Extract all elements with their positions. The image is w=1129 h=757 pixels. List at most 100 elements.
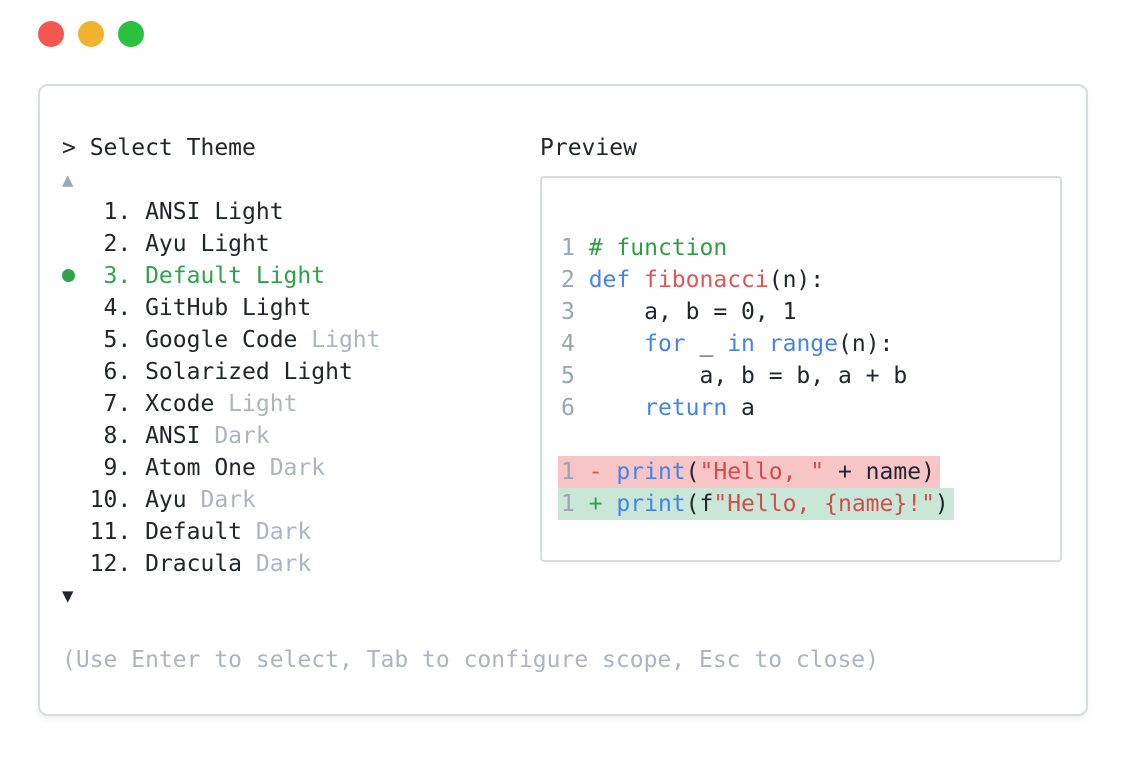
theme-item-label: Google Code — [145, 327, 298, 353]
code-token — [630, 267, 644, 293]
code-token: ( — [685, 459, 700, 485]
code-token: def — [588, 267, 631, 293]
bullet-slot — [62, 356, 90, 388]
code-token — [755, 331, 769, 357]
bullet-slot — [62, 388, 90, 420]
bullet-slot — [62, 452, 90, 484]
theme-item-variant-label: Dark — [200, 423, 270, 449]
theme-item-label: Ayu Light — [145, 231, 270, 257]
diff-removed-line: 1 - print("Hello, " + name) — [558, 456, 1060, 488]
theme-list-item-ayu-light[interactable]: 2. Ayu Light — [62, 228, 540, 260]
maximize-button[interactable] — [118, 21, 144, 47]
code-line-content: 1 + print(f"Hello, {name}!") — [558, 488, 954, 520]
line-number: 5 — [561, 363, 589, 389]
bullet-slot — [62, 516, 90, 548]
bullet-slot — [62, 484, 90, 516]
code-token: - — [588, 459, 617, 485]
code-blank-line — [561, 424, 1060, 456]
theme-picker-dialog: > Select Theme ▲ 1. ANSI Light 2. Ayu Li… — [38, 84, 1088, 716]
line-number: 3 — [561, 299, 589, 325]
code-token: print — [616, 459, 686, 485]
bullet-slot — [62, 228, 90, 260]
line-number: 2 — [561, 267, 589, 293]
line-number: 1 — [561, 459, 589, 485]
code-line-content: 3 a, b = 0, 1 — [561, 296, 796, 328]
code-token: for — [644, 331, 686, 357]
code-line-content: 4 for _ in range(n): — [561, 328, 893, 360]
code-line: 6 return a — [561, 392, 1060, 424]
theme-item-label: Default Light — [145, 263, 326, 289]
code-token: a — [727, 395, 755, 421]
theme-list-item-ansi[interactable]: 8. ANSI Dark — [62, 420, 540, 452]
bullet-slot — [62, 292, 90, 324]
line-number: 4 — [561, 331, 589, 357]
code-token: + name) — [824, 459, 935, 485]
code-line: 2 def fibonacci(n): — [561, 264, 1060, 296]
theme-item-variant-label: Dark — [242, 551, 312, 577]
theme-item-label: Dracula — [145, 551, 243, 577]
code-token — [589, 395, 644, 421]
theme-item-number: 4. — [89, 295, 146, 321]
scroll-up-indicator[interactable]: ▲ — [62, 169, 74, 191]
theme-list-item-atom-one[interactable]: 9. Atom One Dark — [62, 452, 540, 484]
theme-item-variant-label: Dark — [255, 455, 326, 481]
theme-item-label: Xcode — [145, 391, 215, 417]
theme-list-item-github-light[interactable]: 4. GitHub Light — [62, 292, 540, 324]
theme-list-item-default[interactable]: 11. Default Dark — [62, 516, 540, 548]
theme-item-number: 6. — [89, 359, 146, 385]
code-token: a, b = 0, 1 — [588, 299, 797, 325]
bullet-slot — [62, 324, 90, 356]
theme-item-label: ANSI — [145, 423, 201, 449]
code-token: return — [644, 395, 728, 421]
keyboard-hint: (Use Enter to select, Tab to configure s… — [62, 647, 879, 673]
line-number: 6 — [561, 395, 589, 421]
theme-list-item-google-code[interactable]: 5. Google Code Light — [62, 324, 540, 356]
code-line: 5 a, b = b, a + b — [561, 360, 1060, 392]
code-token: "Hello, {name}!" — [713, 491, 935, 517]
diff-added-line: 1 + print(f"Hello, {name}!") — [558, 488, 1060, 520]
theme-item-label: GitHub Light — [145, 295, 312, 321]
code-token — [589, 331, 644, 357]
theme-list-item-ayu[interactable]: 10. Ayu Dark — [62, 484, 540, 516]
theme-item-label: Default — [145, 519, 243, 545]
selected-indicator-dot — [62, 260, 90, 292]
theme-item-number: 5. — [89, 327, 146, 353]
code-token: (n): — [768, 267, 825, 293]
theme-item-number: 10. — [89, 487, 146, 513]
code-line: 1 # function — [561, 232, 1060, 264]
code-line: 3 a, b = 0, 1 — [561, 296, 1060, 328]
theme-list-item-xcode[interactable]: 7. Xcode Light — [62, 388, 540, 420]
window-controls — [38, 21, 144, 47]
theme-item-label: ANSI Light — [145, 199, 284, 225]
scroll-down-indicator[interactable]: ▼ — [62, 585, 74, 607]
green-dot-icon — [62, 269, 75, 282]
code-line-content: 1 - print("Hello, " + name) — [558, 456, 940, 488]
theme-list-item-solarized-light[interactable]: 6. Solarized Light — [62, 356, 540, 388]
close-button[interactable] — [38, 21, 64, 47]
line-number: 1 — [561, 235, 589, 261]
code-line-content: 1 # function — [561, 232, 727, 264]
code-line-content: 2 def fibonacci(n): — [561, 264, 824, 296]
code-line-content: 6 return a — [561, 392, 755, 424]
theme-list-item-ansi-light[interactable]: 1. ANSI Light — [62, 196, 540, 228]
theme-item-variant-label: Light — [214, 391, 298, 417]
theme-list-item-dracula[interactable]: 12. Dracula Dark — [62, 548, 540, 580]
code-line-content: 5 a, b = b, a + b — [561, 360, 907, 392]
theme-list: 1. ANSI Light 2. Ayu Light 3. Default Li… — [62, 196, 540, 580]
theme-item-number: 2. — [89, 231, 146, 257]
theme-list-item-default-light[interactable]: 3. Default Light — [62, 260, 540, 292]
code-token: (n): — [838, 331, 894, 357]
code-token: print — [616, 491, 686, 517]
code-token: "Hello, " — [699, 459, 825, 485]
select-theme-prompt: > Select Theme — [62, 135, 256, 161]
theme-item-number: 7. — [89, 391, 146, 417]
theme-item-number: 9. — [89, 455, 146, 481]
code-token: in — [727, 331, 755, 357]
bullet-slot — [62, 548, 90, 580]
minimize-button[interactable] — [78, 21, 104, 47]
code-line: 4 for _ in range(n): — [561, 328, 1060, 360]
code-token: _ — [685, 331, 728, 357]
theme-item-label: Ayu — [145, 487, 187, 513]
